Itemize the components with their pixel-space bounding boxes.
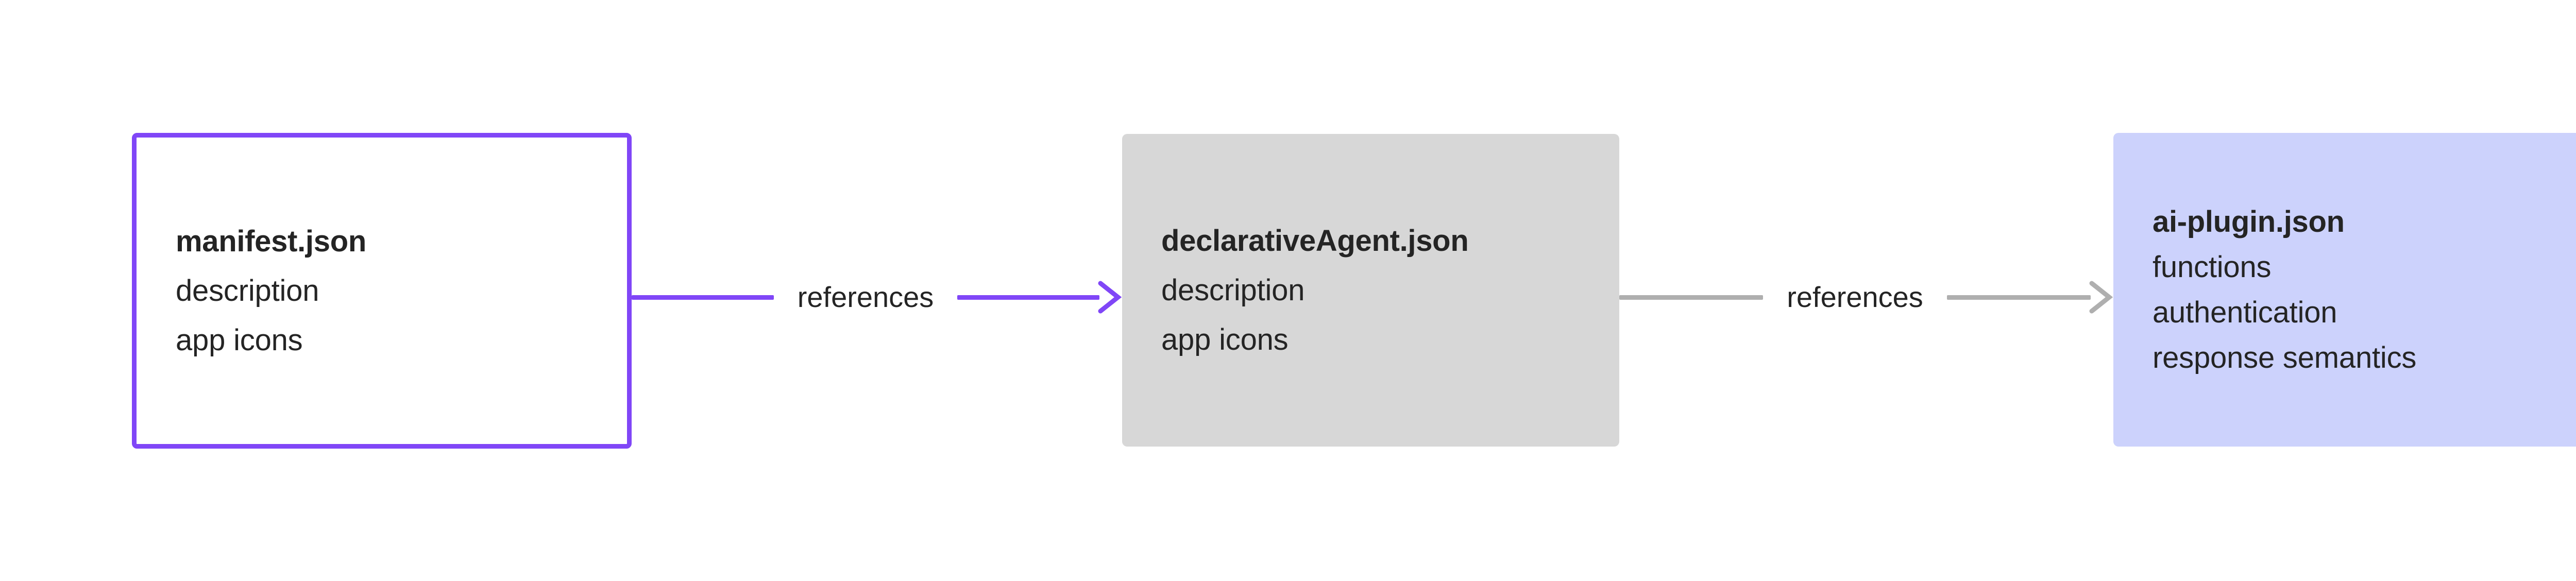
node-detail-line: app icons bbox=[176, 323, 303, 357]
edge-manifest-to-declarative-agent: references bbox=[632, 256, 1122, 338]
node-detail-line: description bbox=[176, 274, 319, 307]
node-manifest-json[interactable]: manifest.json description app icons bbox=[132, 133, 632, 449]
arrowhead-icon bbox=[1098, 281, 1122, 314]
edge-label: references bbox=[1787, 281, 1923, 313]
edge-label: references bbox=[797, 281, 934, 313]
edge-declarative-agent-to-ai-plugin: references bbox=[1619, 256, 2113, 338]
node-ai-plugin-json[interactable]: ai-plugin.json functions authentication … bbox=[2113, 133, 2576, 447]
edge-line-right bbox=[957, 295, 1100, 300]
node-title: manifest.json bbox=[176, 224, 366, 258]
node-detail-line: authentication bbox=[2153, 295, 2337, 329]
arrowhead-icon bbox=[2089, 281, 2113, 314]
node-title: declarativeAgent.json bbox=[1161, 224, 1469, 258]
node-detail-line: description bbox=[1161, 273, 1305, 307]
edge-line-right bbox=[1946, 295, 2091, 300]
node-detail-line: app icons bbox=[1161, 322, 1289, 356]
node-detail-line: functions bbox=[2153, 250, 2272, 284]
edge-line-left bbox=[632, 295, 774, 300]
node-title: ai-plugin.json bbox=[2153, 204, 2345, 238]
node-declarativeagent-json[interactable]: declarativeAgent.json description app ic… bbox=[1122, 134, 1619, 447]
node-detail-line: response semantics bbox=[2153, 340, 2417, 374]
edge-line-left bbox=[1619, 295, 1764, 300]
